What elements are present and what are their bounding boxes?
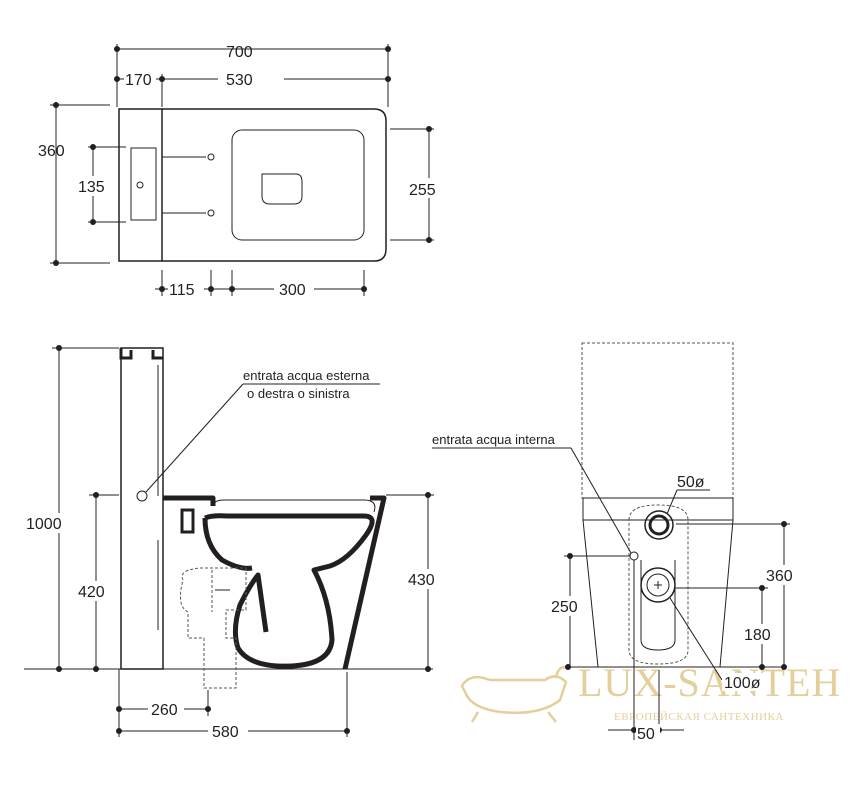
bowl-rim (163, 495, 387, 670)
dim-outlet-diameter: 100ø (724, 675, 761, 692)
outlet-100-outer (640, 567, 676, 603)
dim-total-length: 580 (212, 724, 239, 741)
seat-opening (231, 129, 365, 241)
watermark-tagline: ЕВРОПЕЙСКАЯ САНТЕХНИКА (614, 711, 784, 723)
top-view: 700 170 530 360 135 255 (38, 44, 444, 299)
dim-hole-offset: 115 (169, 282, 195, 299)
dim-inlet-height: 360 (766, 568, 793, 585)
tank-side (120, 347, 164, 670)
tank-inlet-slot (130, 147, 157, 221)
trap-profile (204, 513, 375, 669)
dim-seat-width: 300 (279, 282, 306, 299)
label-internal-inlet: entrata acqua interna (432, 432, 556, 447)
dim-seat-depth: 255 (409, 182, 436, 199)
internal-channel-hidden (628, 504, 689, 665)
label-external-inlet-line2: o destra o sinistra (247, 386, 350, 401)
dim-bowl-width: 530 (226, 72, 253, 89)
outlet-connection-hidden (179, 567, 247, 689)
tank-outline (118, 108, 163, 262)
dim-bottom-offset: 50 (637, 726, 655, 743)
fixing-hole-bottom (207, 209, 215, 217)
bathtub-logo-icon (460, 665, 571, 723)
dim-total-width: 700 (226, 44, 253, 61)
dim-holes-spacing: 135 (78, 179, 105, 196)
drain-outline (261, 173, 303, 205)
internal-inlet-point (629, 551, 639, 561)
fixing-hole-top (207, 153, 215, 161)
side-view: entrata acqua esterna o destra o sinistr… (24, 345, 443, 741)
dim-outlet-offset: 260 (151, 702, 178, 719)
inlet-50-outer (644, 510, 674, 540)
inlet-50-inner (648, 514, 670, 536)
dim-inlet-diameter: 50ø (677, 474, 705, 491)
dim-inlet-side: 250 (551, 599, 578, 616)
dim-bowl-height: 430 (408, 572, 435, 589)
dim-outlet-height: 180 (744, 627, 771, 644)
dim-total-height: 1000 (26, 516, 62, 533)
dim-tank-width: 170 (125, 72, 152, 89)
outlet-100-inner (646, 573, 670, 597)
dim-tank-height: 420 (78, 584, 105, 601)
dim-total-depth: 360 (38, 143, 65, 160)
tank-hole (136, 181, 144, 189)
external-inlet-point (136, 490, 148, 502)
bowl-outline (162, 108, 387, 262)
label-external-inlet-line1: entrata acqua esterna (243, 368, 370, 383)
rear-view: entrata acqua interna 50ø 360 180 250 10… (432, 342, 800, 743)
tank-rear-hidden (581, 342, 734, 499)
